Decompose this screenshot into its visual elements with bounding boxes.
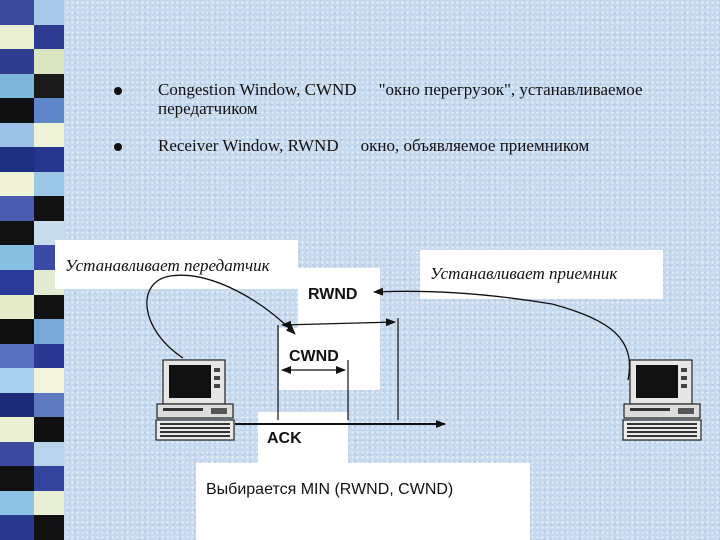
stripe-segment	[0, 73, 34, 99]
stripe-segment	[0, 466, 34, 491]
stripe-segment	[0, 417, 34, 442]
stripe-segment	[0, 343, 34, 369]
sender-curve-arrow	[146, 274, 296, 359]
sender-label-box: Устанавливает передатчик	[55, 240, 298, 289]
stripe-segment	[34, 392, 64, 418]
bullet-desc-cont: передатчиком	[158, 99, 258, 118]
rwnd-span-arrow	[281, 318, 396, 329]
bullet-rwnd: Receiver Window, RWND окно, объявляемое п…	[112, 136, 682, 155]
stripe-segment	[34, 319, 64, 344]
stripe-segment	[34, 171, 64, 197]
stripe-segment	[0, 515, 34, 540]
stripe-segment	[0, 319, 34, 344]
stripe-segment	[34, 196, 64, 221]
stripe-segment	[34, 49, 64, 74]
stripe-segment	[34, 515, 64, 540]
result-label-box: Выбирается MIN (RWND, CWND)	[196, 463, 530, 540]
stripe-segment	[34, 122, 64, 148]
stripe-segment	[34, 441, 64, 467]
definition-list: Congestion Window, CWND "окно перегрузок"…	[112, 80, 682, 173]
stripe-segment	[0, 24, 34, 50]
stripe-segment	[0, 196, 34, 221]
stripe-segment	[0, 245, 34, 271]
stripe-segment	[0, 220, 34, 246]
cwnd-label-box: CWND	[279, 328, 379, 390]
receiver-label: Устанавливает приемник	[430, 264, 618, 283]
bullet-cwnd: Congestion Window, CWND "окно перегрузок"…	[112, 80, 682, 118]
stripe-segment	[0, 147, 34, 172]
receiver-label-box: Устанавливает приемник	[420, 250, 663, 299]
stripe-segment	[0, 122, 34, 148]
stripe-segment	[0, 98, 34, 123]
bullet-dot-icon	[114, 143, 122, 151]
bullet-term: Congestion Window, CWND	[158, 80, 357, 99]
stripe-segment	[34, 147, 64, 172]
stripe-segment	[34, 24, 64, 50]
ack-label: ACK	[267, 430, 302, 447]
stripe-segment	[34, 294, 64, 320]
sender-computer-icon	[155, 359, 235, 441]
cwnd-label: CWND	[289, 348, 339, 365]
stripe-segment	[34, 0, 64, 25]
stripe-segment	[0, 171, 34, 197]
result-label: Выбирается MIN (RWND, CWND)	[206, 481, 454, 498]
stripe-segment	[34, 417, 64, 442]
ack-label-box: ACK	[258, 412, 348, 467]
stripe-column-left	[0, 0, 34, 540]
decorative-stripe-band	[0, 0, 74, 540]
stripe-segment	[34, 73, 64, 99]
bullet-desc: "окно перегрузок", устанавливаемое	[378, 80, 643, 99]
stripe-segment	[0, 0, 34, 25]
stripe-segment	[34, 490, 64, 516]
stripe-segment	[0, 490, 34, 516]
stripe-segment	[34, 368, 64, 393]
stripe-segment	[0, 270, 34, 295]
stripe-segment	[0, 368, 34, 393]
stripe-segment	[0, 49, 34, 74]
stripe-segment	[0, 441, 34, 467]
bullet-dot-icon	[114, 87, 122, 95]
receiver-computer-icon	[622, 359, 702, 441]
stripe-column-right	[34, 0, 64, 540]
bullet-term: Receiver Window, RWND	[158, 136, 339, 155]
stripe-segment	[34, 98, 64, 123]
stripe-segment	[0, 392, 34, 418]
stripe-segment	[34, 343, 64, 369]
receiver-curve-arrow	[373, 287, 630, 381]
stripe-segment	[0, 294, 34, 320]
sender-label: Устанавливает передатчик	[65, 256, 270, 275]
stripe-segment	[34, 466, 64, 491]
rwnd-label: RWND	[308, 286, 358, 303]
bullet-desc: окно, объявляемое приемником	[360, 136, 590, 155]
